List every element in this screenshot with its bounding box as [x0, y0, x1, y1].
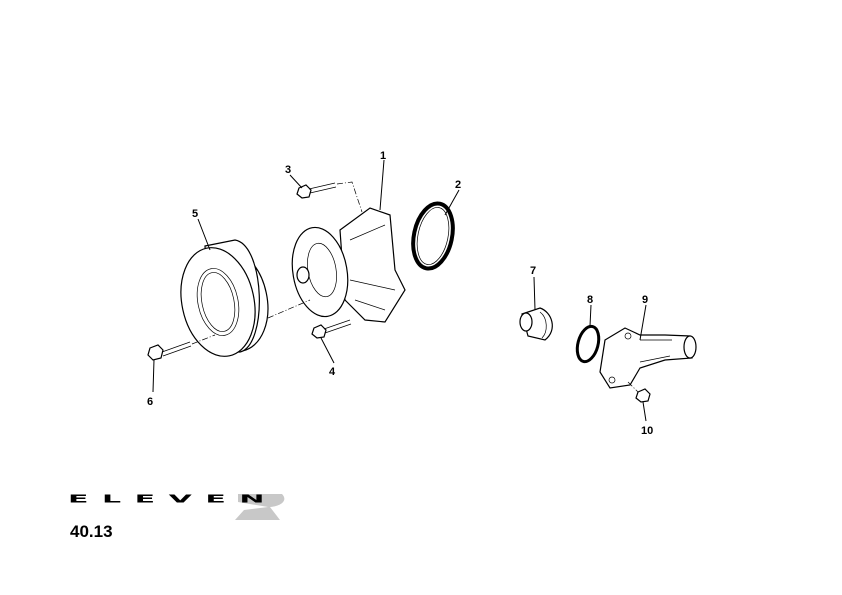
bolt-3: [296, 181, 363, 213]
eleven-logo: ELEVEN: [68, 492, 285, 522]
callout-10: 10: [641, 425, 653, 437]
thermostat: [519, 307, 553, 341]
logo-text: ELEVEN: [68, 492, 278, 506]
thermostat-housing: [599, 327, 697, 389]
logo-r-shadow: [235, 494, 285, 520]
callout-5: 5: [192, 208, 198, 220]
callout-7: 7: [530, 265, 536, 277]
nut-10: [627, 381, 651, 403]
leader-lines: [152, 159, 647, 422]
pulley: [180, 239, 269, 357]
callout-9: 9: [642, 294, 648, 306]
gasket-2: [411, 201, 455, 271]
bolt-6: [147, 334, 216, 361]
water-pump: [291, 207, 406, 323]
callout-6: 6: [147, 396, 153, 408]
callout-4: 4: [329, 366, 336, 378]
bolt-4: [267, 299, 352, 339]
o-ring-8: [575, 324, 601, 364]
callout-1: 1: [380, 150, 386, 162]
callout-8: 8: [587, 294, 593, 306]
callout-3: 3: [285, 164, 291, 176]
page-number: 40.13: [70, 522, 113, 541]
callout-2: 2: [455, 179, 461, 191]
